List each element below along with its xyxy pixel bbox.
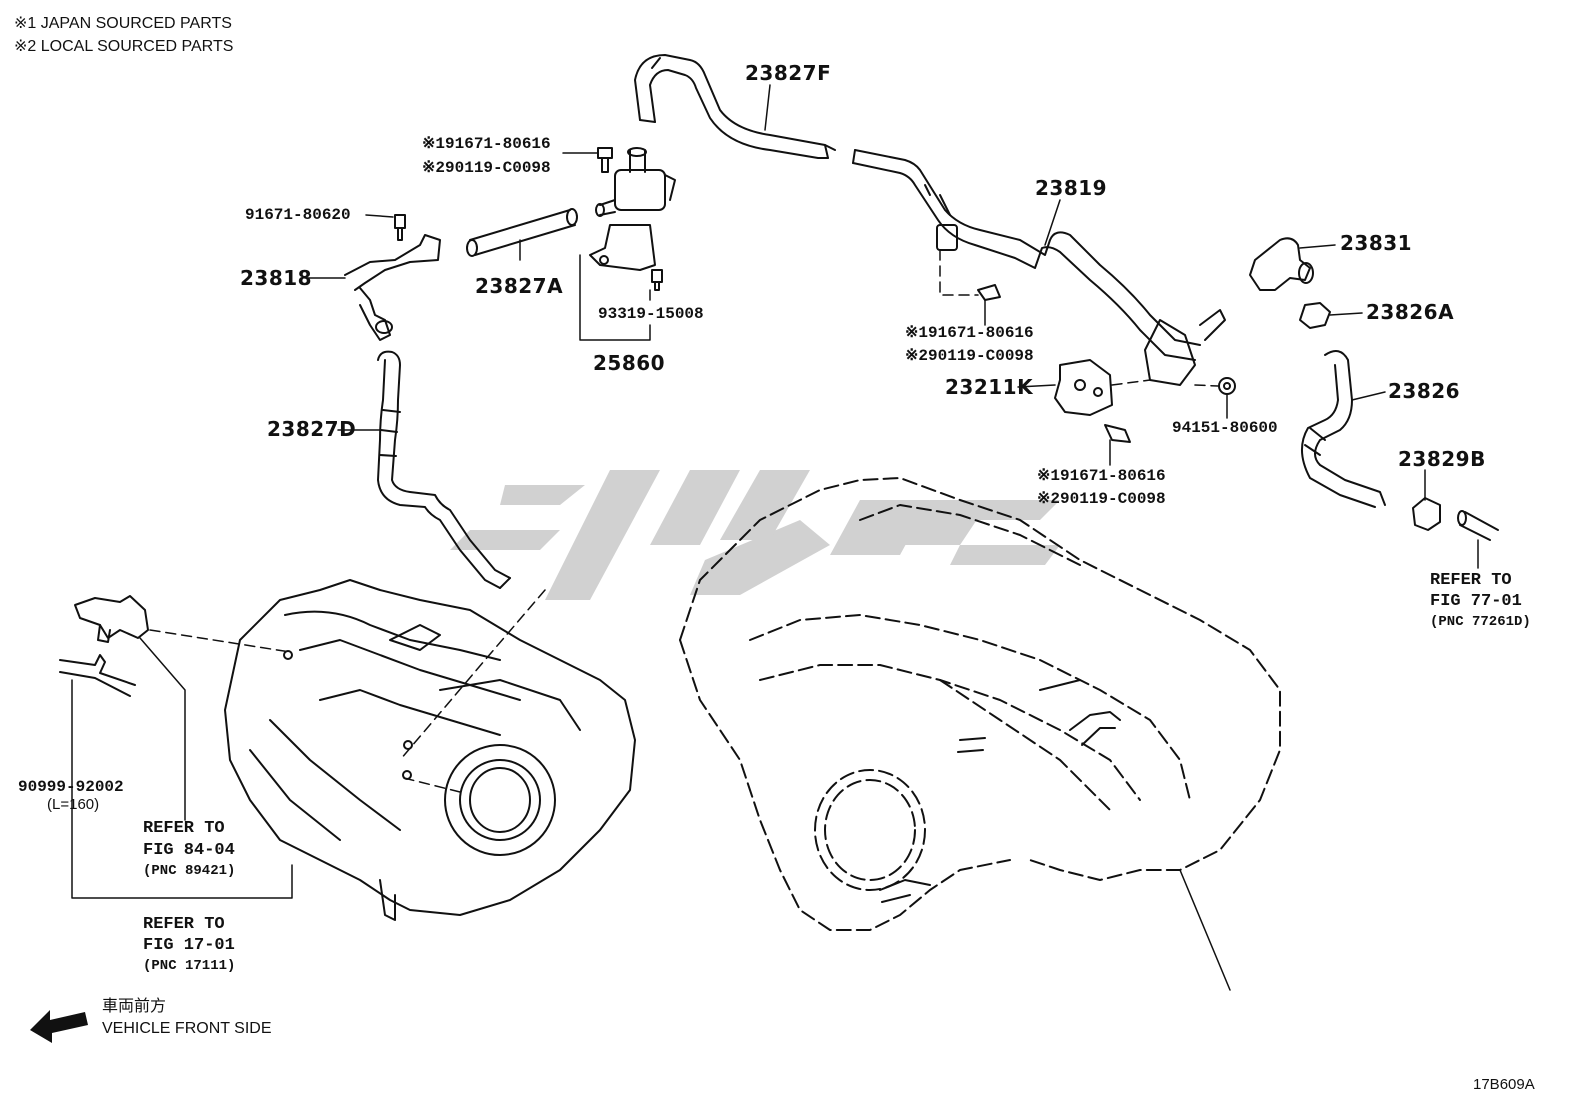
leader-lines [71, 84, 1479, 991]
hose-23827A [466, 208, 578, 257]
hose-90999 [59, 654, 136, 697]
label-25860[interactable]: 25860 [593, 351, 666, 375]
hose-23826 [1301, 350, 1386, 508]
ref-84-04-pnc: (PNC 89421) [143, 863, 236, 879]
label-bolt-top-2[interactable]: ※290119-C0098 [422, 159, 551, 177]
ref-77-01-line1: REFER TO [1430, 571, 1512, 590]
clamp-23829B [1412, 497, 1441, 531]
label-23827F[interactable]: 23827F [745, 61, 832, 85]
note-local-sourced: ※2 LOCAL SOURCED PARTS [14, 38, 234, 55]
nut-94151-80600 [1218, 377, 1236, 395]
label-bolt-low-2[interactable]: ※290119-C0098 [1037, 490, 1166, 508]
sensor-left [74, 595, 149, 643]
hose-23827D [377, 350, 511, 589]
label-94151-80600[interactable]: 94151-80600 [1172, 419, 1278, 437]
note-japan-sourced: ※1 JAPAN SOURCED PARTS [14, 15, 232, 32]
intake-manifold [224, 579, 636, 921]
label-91671-80620[interactable]: 91671-80620 [245, 206, 351, 224]
bolt-93319 [651, 269, 663, 291]
hose-23819 [852, 149, 1201, 361]
bolt-mid [977, 284, 1001, 301]
dashed-leaders [149, 249, 1219, 793]
orientation-jp: 車両前方 [102, 998, 167, 1015]
ref-84-04-line1: REFER TO [143, 819, 225, 838]
label-93319-15008[interactable]: 93319-15008 [598, 305, 704, 323]
hose-23827F [634, 54, 836, 159]
ref-77-01-pnc: (PNC 77261D) [1430, 614, 1531, 630]
label-bolt-mid-1[interactable]: ※191671-80616 [905, 324, 1034, 342]
label-bolt-mid-2[interactable]: ※290119-C0098 [905, 347, 1034, 365]
bolt-valve [597, 147, 613, 173]
bracket-23818 [344, 214, 441, 341]
clip-23826A [1299, 302, 1331, 329]
label-23211K[interactable]: 23211K [945, 375, 1034, 399]
ref-17-01-line1: REFER TO [143, 915, 225, 934]
bolt-low [1104, 424, 1131, 443]
engine-pipe-stub [879, 679, 1121, 903]
orientation-en: VEHICLE FRONT SIDE [102, 1020, 272, 1037]
engine-outline [679, 477, 1281, 931]
label-23827A[interactable]: 23827A [475, 274, 564, 298]
ref-17-01-pnc: (PNC 17111) [143, 958, 236, 974]
label-hose-length: (L=160) [47, 796, 100, 813]
label-23829B[interactable]: 23829B [1398, 447, 1486, 471]
watermark-logo [450, 470, 1060, 600]
bracket-23211K [1054, 359, 1113, 416]
label-bolt-low-1[interactable]: ※191671-80616 [1037, 467, 1166, 485]
elbow-23831 [1249, 237, 1314, 291]
ref-77-01-line2[interactable]: FIG 77-01 [1430, 592, 1522, 611]
label-23827D[interactable]: 23827D [267, 417, 357, 441]
bracket-23819-end [1144, 309, 1226, 386]
ref-17-01-line2[interactable]: FIG 17-01 [143, 936, 235, 955]
label-23826A[interactable]: 23826A [1366, 300, 1455, 324]
label-23826[interactable]: 23826 [1388, 379, 1461, 403]
ref-84-04-line2[interactable]: FIG 84-04 [143, 841, 235, 860]
label-bolt-top-1[interactable]: ※191671-80616 [422, 135, 551, 153]
label-23831[interactable]: 23831 [1340, 231, 1413, 255]
pipe-stub-77261D [1457, 510, 1499, 541]
label-90999-92002[interactable]: 90999-92002 [18, 778, 124, 796]
figure-id: 17B609A [1473, 1076, 1535, 1093]
label-23819[interactable]: 23819 [1035, 176, 1108, 200]
front-arrow-icon [30, 1010, 88, 1043]
valve-25860 [589, 147, 676, 271]
label-23818[interactable]: 23818 [240, 266, 313, 290]
